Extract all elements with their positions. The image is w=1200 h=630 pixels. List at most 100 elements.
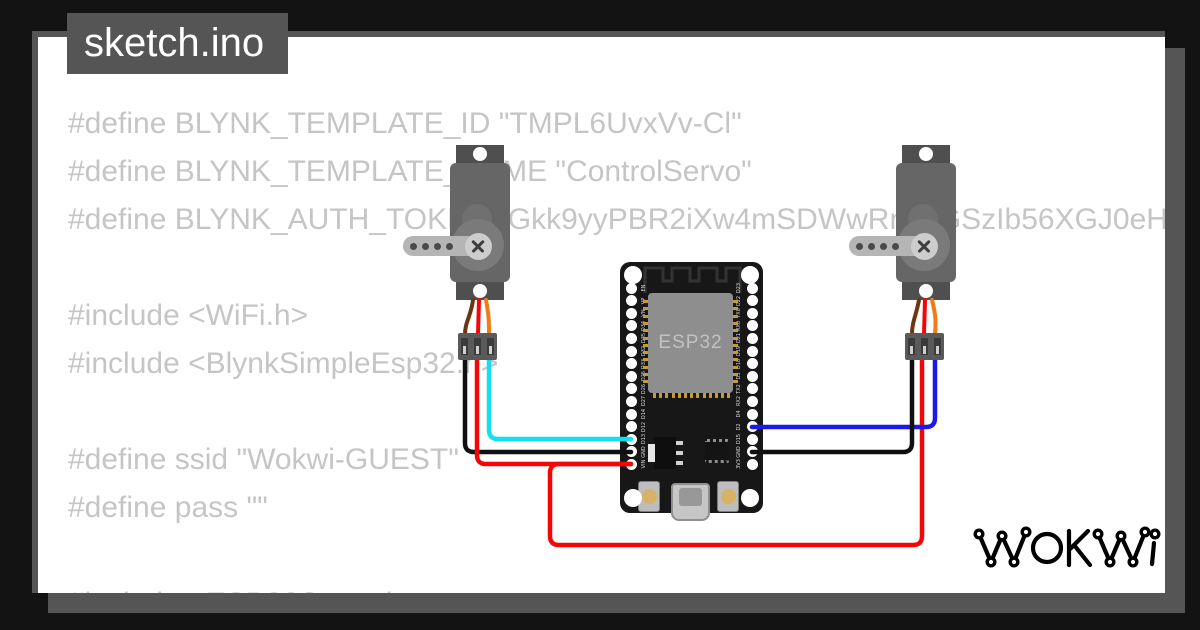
- pin-pad: [625, 370, 637, 382]
- chip-pin: [643, 307, 648, 311]
- sketch-title-box: sketch.ino: [67, 13, 289, 74]
- wire-vin-right: [547, 353, 925, 548]
- chip-pin: [677, 393, 681, 398]
- code-line: #define ssid "Wokwi-GUEST": [68, 443, 459, 476]
- servo-lead-red: [922, 298, 927, 336]
- pin-pad: [746, 295, 758, 307]
- chip-pin: [733, 321, 738, 325]
- servo-lead-brown: [910, 298, 921, 336]
- pin-pad: [625, 383, 637, 395]
- pin-pad: [746, 345, 758, 357]
- wire-gnd-left: [462, 353, 634, 455]
- pin-pad: [625, 282, 637, 294]
- pin-pad: [746, 358, 758, 370]
- pin-pad: [746, 433, 758, 445]
- servo-screw-icon: [910, 232, 938, 260]
- chip-pin: [671, 393, 675, 398]
- chip-pin: [643, 336, 648, 340]
- pin-pad: [625, 421, 637, 433]
- pin-pad: [746, 320, 758, 332]
- chip-pin: [721, 393, 725, 398]
- servo-mount-tab: [456, 282, 504, 300]
- chip-pin: [733, 300, 738, 303]
- wire-vin-left: [474, 353, 634, 467]
- chip-pin: [643, 365, 648, 369]
- chip-pin: [733, 380, 738, 384]
- pin-pad: [625, 295, 637, 307]
- chip-pin: [733, 351, 738, 355]
- wire-signal-d2: [749, 353, 938, 430]
- antenna-icon: [643, 266, 742, 293]
- chip-pin: [696, 393, 700, 398]
- mount-hole-icon: [473, 284, 487, 298]
- chip-pin: [733, 307, 738, 311]
- chip-pin: [733, 343, 738, 347]
- chip-pin: [643, 343, 648, 347]
- chip-pin: [643, 351, 648, 355]
- chip-pin: [715, 393, 718, 398]
- code-line: #include <WiFi.h>: [68, 299, 309, 332]
- chip-pin: [690, 393, 694, 398]
- chip-pin: [665, 393, 669, 398]
- code-block: #define BLYNK_TEMPLATE_ID "TMPL6UvxVv-Cl…: [68, 100, 1165, 593]
- code-line: #define BLYNK_AUTH_TOKEN "Gkk9yyPBR2iXw4…: [68, 203, 1165, 236]
- regulator-leg: [676, 451, 683, 455]
- esp32-chip: ESP32: [648, 293, 733, 393]
- chip-pin: [733, 314, 738, 318]
- pin-pad: [746, 332, 758, 344]
- chip-pin: [733, 365, 738, 369]
- chip-pin: [643, 329, 648, 333]
- servo-connector-left: [458, 333, 497, 360]
- regulator-leg: [676, 461, 683, 465]
- pin-pad: [746, 370, 758, 382]
- esp32-board: ESP32 ENVPVND34D35D32D33D25D26D27D14D12D…: [620, 262, 763, 521]
- code-line: #define BLYNK_TEMPLATE_ID "TMPL6UvxVv-Cl…: [68, 107, 742, 140]
- mount-hole-icon: [473, 147, 487, 161]
- usb-serial-chip: [705, 439, 729, 463]
- wire-signal-d13: [486, 353, 634, 442]
- voltage-regulator: [654, 437, 676, 469]
- servo-lead-red: [476, 298, 481, 336]
- servo-lead-orange: [930, 298, 938, 336]
- pin-pad: [625, 307, 637, 319]
- servo-horn: [403, 236, 478, 256]
- sketch-title: sketch.ino: [84, 21, 265, 65]
- chip-pin: [643, 300, 648, 303]
- code-line: #define BLYNK_TEMPLATE_NAME "ControlServ…: [68, 155, 752, 188]
- chip-pin: [733, 373, 738, 376]
- pin-pad: [625, 345, 637, 357]
- mount-hole-icon: [741, 266, 759, 284]
- chip-pin: [643, 373, 648, 376]
- chip-pin: [684, 393, 687, 398]
- chip-pin: [653, 393, 656, 398]
- pin-pad: [746, 307, 758, 319]
- code-line: #include <BlynkSimpleEsp32.h>: [68, 347, 499, 380]
- chip-pin: [643, 314, 648, 318]
- chip-pin: [708, 393, 712, 398]
- mount-hole-icon: [624, 266, 642, 284]
- chip-pin: [643, 380, 648, 384]
- boot-button: [717, 481, 739, 512]
- wokwi-logo: WOKWI: [973, 526, 1161, 568]
- servo-mount-tab: [456, 145, 504, 163]
- regulator-tab: [648, 444, 655, 462]
- code-page: #define BLYNK_TEMPLATE_ID "TMPL6UvxVv-Cl…: [32, 31, 1165, 593]
- servo-lead-brown: [463, 298, 475, 336]
- code-line: #define pass "": [68, 491, 268, 524]
- regulator-leg: [676, 441, 683, 445]
- pin-pad: [746, 458, 758, 470]
- pin-pad: [746, 383, 758, 395]
- chip-pin: [727, 393, 731, 398]
- pin-pad: [746, 408, 758, 420]
- servo-lead-orange: [484, 298, 491, 336]
- chip-pin: [733, 358, 738, 362]
- servo-mount-tab: [902, 145, 950, 163]
- chip-pin: [702, 393, 706, 398]
- pin-pad: [746, 395, 758, 407]
- servo-connector-right: [905, 333, 944, 360]
- pin-pad: [625, 332, 637, 344]
- chip-label: ESP32: [658, 332, 723, 353]
- pin-pad: [625, 395, 637, 407]
- pin-pad: [625, 408, 637, 420]
